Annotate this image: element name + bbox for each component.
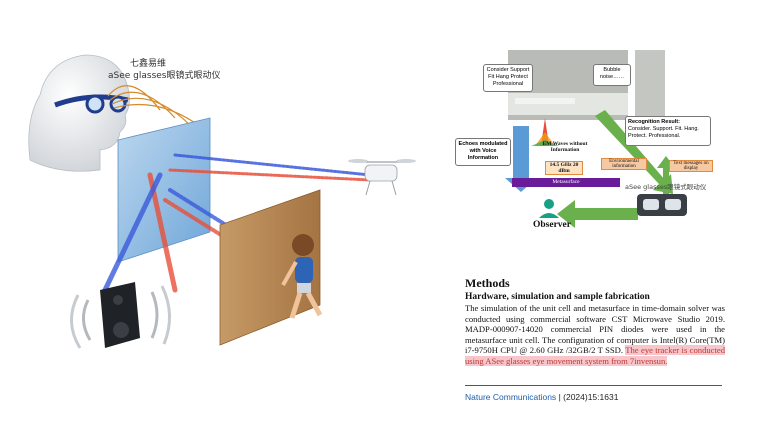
body-text: The simulation of the unit cell and meta… (465, 303, 725, 356)
system-diagram: Consider Support Fit Hang Protect Profes… (455, 48, 755, 238)
metasurface-panel (117, 117, 211, 263)
em-waves-spec: 14.5 GHz 20 dBm (545, 161, 583, 175)
methods-section: Methods Hardware, simulation and sample … (465, 276, 725, 367)
device-label: aSee glasses眼镜式眼动仪 (108, 71, 221, 81)
recognition-box: Recognition Result: Consider. Support. F… (625, 116, 711, 146)
text-messages-label: Text messages on display (669, 160, 713, 172)
brand-label: 七鑫易维 (130, 59, 167, 69)
journal-citation: Nature Communications | (2024)15:1631 (465, 392, 618, 402)
journal-details: | (2024)15:1631 (558, 392, 619, 402)
person-figure (281, 234, 323, 319)
metasurface-label: Metasurface (552, 179, 580, 185)
speaker-icon (70, 282, 171, 349)
section-body: The simulation of the unit cell and meta… (465, 303, 725, 367)
scene-illustration (28, 54, 416, 349)
diagram-device-label: aSee glasses眼镜式眼动仪 (625, 183, 707, 191)
recognition-title: Recognition Result: (628, 119, 680, 125)
journal-name: Nature Communications (465, 392, 557, 402)
drone-icon (348, 159, 416, 196)
echoes-label: Echoes modulated with Voice Information (455, 138, 511, 166)
observer-label: Observer (533, 220, 571, 230)
speech-bubble-2: Bubble noise…… (593, 64, 631, 86)
speech-bubble-1: Consider Support Fit Hang Protect Profes… (483, 64, 533, 92)
divider (465, 385, 722, 386)
recognition-text: Consider. Support. Fit. Hang. Protect. P… (628, 126, 699, 139)
env-info-label: Environmental information (601, 158, 647, 170)
section-heading: Methods (465, 276, 510, 290)
head-bust (28, 54, 130, 172)
em-waves-title: EM Waves without Information (542, 141, 588, 153)
section-subheading: Hardware, simulation and sample fabricat… (465, 292, 650, 302)
